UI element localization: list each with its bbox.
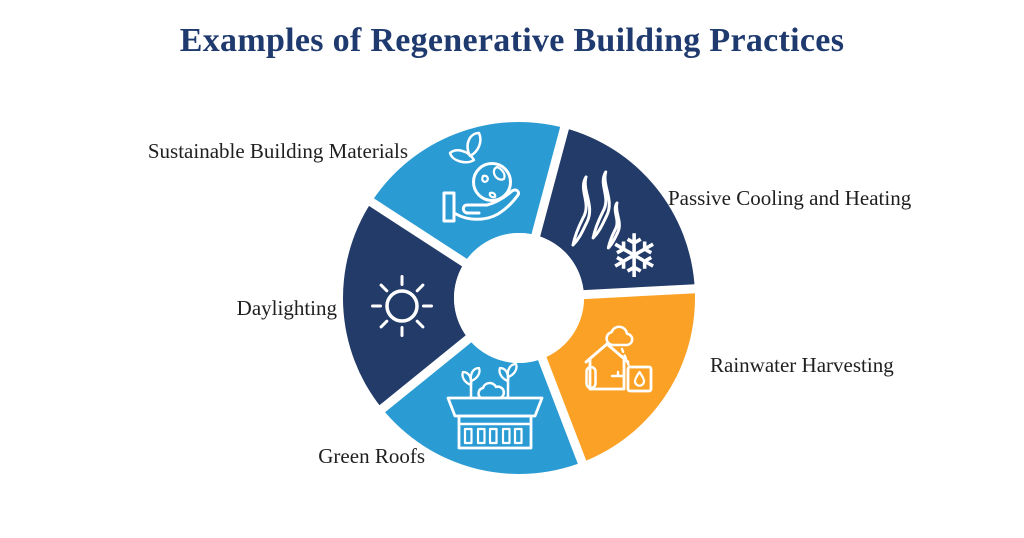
green-roof-icon — [446, 362, 544, 450]
heat-waves-icon — [573, 172, 619, 248]
hand-globe-icon — [442, 131, 520, 223]
rain-house-icon — [584, 325, 653, 393]
svg-text:❄: ❄ — [609, 222, 659, 292]
donut-hole — [454, 233, 584, 363]
label-rainwater-harvesting: Rainwater Harvesting — [710, 353, 894, 377]
segment-daylighting — [343, 202, 469, 409]
segment-sustainable-building-materials — [371, 121, 565, 263]
sun-icon — [371, 275, 433, 337]
label-passive-cooling-and-heating: Passive Cooling and Heating — [668, 186, 912, 210]
page-title: Examples of Regenerative Building Practi… — [179, 22, 845, 59]
snowflake-icon: ❄ — [609, 222, 659, 292]
label-sustainable-building-materials: Sustainable Building Materials — [147, 139, 408, 163]
label-daylighting: Daylighting — [236, 296, 337, 320]
label-green-roofs: Green Roofs — [318, 444, 425, 468]
